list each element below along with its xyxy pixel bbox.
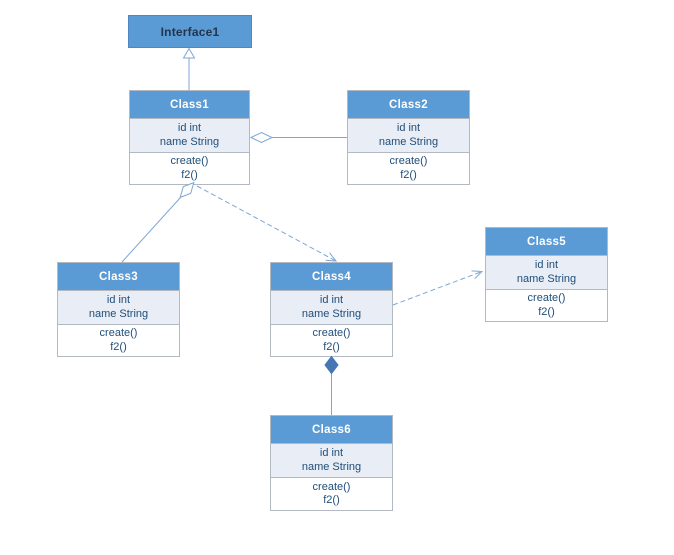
method: create() [312, 327, 351, 339]
methods-compartment: create() f2() [271, 478, 392, 510]
methods-compartment: create() f2() [271, 325, 392, 356]
attribute: name String [516, 272, 577, 285]
attribute: id int [177, 122, 202, 134]
attribute: id int [319, 294, 344, 306]
attributes-compartment: id int name String [486, 256, 607, 290]
attributes-compartment: id int name String [348, 119, 469, 153]
attribute: id int [534, 259, 559, 271]
attribute: id int [396, 122, 421, 134]
hollow-triangle-arrowhead-icon [182, 47, 196, 59]
method: f2() [538, 305, 555, 318]
method: create() [389, 155, 428, 167]
dependency-class1-class4-connector[interactable] [196, 185, 338, 262]
method: f2() [110, 340, 127, 353]
attributes-compartment: id int name String [271, 444, 392, 478]
attribute: id int [106, 294, 131, 306]
methods-compartment: create() f2() [130, 153, 249, 184]
node-class1[interactable]: Class1 id int name String create() f2() [129, 90, 250, 185]
aggregation-class2-class1-connector[interactable] [249, 131, 347, 144]
class-name: Class6 [271, 416, 392, 444]
interface-name: Interface1 [160, 24, 220, 39]
open-arrowhead-icon [325, 252, 338, 262]
attribute: name String [378, 135, 439, 148]
method: create() [312, 480, 351, 493]
hollow-diamond-icon [249, 131, 274, 144]
dependency-class4-class5-connector[interactable] [392, 270, 484, 306]
class-name: Class2 [348, 91, 469, 119]
class-name: Class5 [486, 228, 607, 256]
attributes-compartment: id int name String [271, 291, 392, 325]
method: f2() [323, 494, 340, 506]
node-class4[interactable]: Class4 id int name String create() f2() [270, 262, 393, 357]
composition-class6-class4-connector[interactable] [324, 355, 339, 416]
class-name: Class4 [271, 263, 392, 291]
attribute: name String [88, 307, 149, 320]
methods-compartment: create() f2() [486, 290, 607, 321]
methods-compartment: create() f2() [348, 153, 469, 184]
node-class2[interactable]: Class2 id int name String create() f2() [347, 90, 470, 185]
aggregation-class3-class1-connector[interactable] [121, 181, 195, 263]
method: create() [99, 327, 138, 339]
method: create() [527, 292, 566, 304]
methods-compartment: create() f2() [58, 325, 179, 356]
attribute: id int [319, 447, 344, 459]
generalization-class1-interface1-connector[interactable] [182, 47, 196, 91]
attribute: name String [301, 307, 362, 320]
class-name: Class3 [58, 263, 179, 291]
method: f2() [323, 340, 340, 353]
method: f2() [400, 168, 417, 181]
attribute: name String [301, 460, 362, 473]
filled-diamond-icon [324, 355, 339, 375]
method: create() [170, 155, 209, 167]
attribute: name String [159, 135, 220, 148]
attributes-compartment: id int name String [130, 119, 249, 153]
node-interface1[interactable]: Interface1 [128, 15, 252, 48]
node-class3[interactable]: Class3 id int name String create() f2() [57, 262, 180, 357]
class-name: Class1 [130, 91, 249, 119]
open-arrowhead-icon [471, 270, 484, 280]
node-class5[interactable]: Class5 id int name String create() f2() [485, 227, 608, 322]
attributes-compartment: id int name String [58, 291, 179, 325]
method: f2() [181, 168, 198, 181]
node-class6[interactable]: Class6 id int name String create() f2() [270, 415, 393, 511]
